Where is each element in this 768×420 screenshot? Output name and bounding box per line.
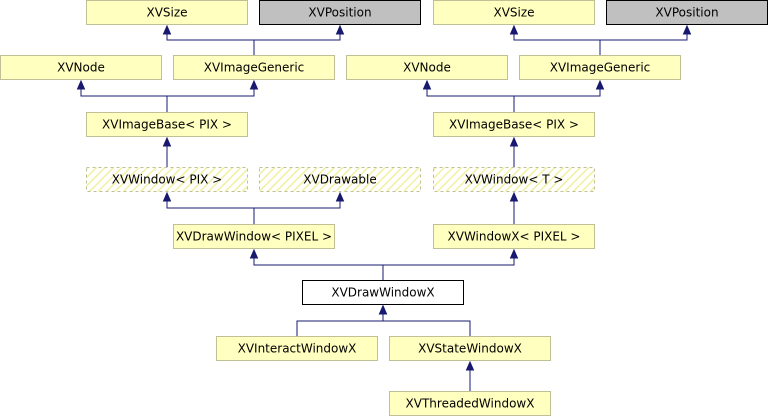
class-box[interactable] [259, 167, 421, 192]
arrowhead [162, 136, 172, 147]
class-label: XVWindowX< PIXEL > [448, 230, 581, 244]
class-label: XVDrawable [303, 173, 376, 187]
inheritance-edge-xvimagegeneric_left-to-xvsize_left [162, 24, 255, 55]
class-box[interactable] [173, 224, 335, 249]
class-node-xvstatewindowx[interactable]: XVStateWindowX [389, 336, 551, 361]
class-label: XVNode [57, 61, 105, 75]
class-box[interactable] [389, 391, 551, 416]
class-label: XVSize [493, 6, 534, 20]
class-label: XVImageBase< PIX > [102, 118, 232, 132]
inheritance-edge-xvwindowx_pixel-to-xvwindow_t [509, 191, 519, 224]
class-node-xvsize-right[interactable]: XVSize [433, 0, 595, 25]
class-box[interactable] [433, 112, 595, 137]
inheritance-edge-xvimagebase_left-to-xvnode_left [76, 79, 168, 112]
arrowhead [509, 24, 519, 35]
class-node-xvdrawable[interactable]: XVDrawable [259, 167, 421, 192]
arrowhead [465, 360, 475, 371]
class-label: XVImageGeneric [204, 61, 305, 75]
inheritance-edge-xvimagebase_right-to-xvnode_right [422, 79, 515, 112]
class-label: XVSize [146, 6, 187, 20]
arrowhead [378, 304, 388, 315]
inheritance-edge-xvdrawwindow_pixel-to-xvwindow_pix [162, 191, 255, 224]
arrowhead [162, 24, 172, 35]
class-label: XVImageBase< PIX > [449, 118, 579, 132]
arrowhead [682, 24, 692, 35]
class-box[interactable] [519, 55, 681, 80]
class-box[interactable] [86, 167, 248, 192]
inheritance-edge-xvthreadedwindowx-to-xvstatewindowx [465, 360, 475, 391]
class-box[interactable] [216, 336, 378, 361]
arrowhead [76, 79, 86, 90]
class-label: XVThreadedWindowX [406, 397, 535, 411]
class-label: XVWindow< T > [465, 173, 564, 187]
arrowhead [595, 79, 605, 90]
class-node-xvdrawwindow-pixel[interactable]: XVDrawWindow< PIXEL > [173, 224, 335, 249]
class-box[interactable] [606, 0, 768, 25]
class-node-xvinteractwindowx[interactable]: XVInteractWindowX [216, 336, 378, 361]
arrowhead [509, 136, 519, 147]
arrowhead [422, 79, 432, 90]
arrowhead [335, 24, 345, 35]
class-box[interactable] [389, 336, 551, 361]
class-node-xvdrawwindowx[interactable]: XVDrawWindowX [302, 280, 464, 305]
arrowhead [509, 248, 519, 259]
inheritance-edge-xvimagebase_left-to-xvimagegeneric_left [166, 79, 259, 112]
class-node-xvthreadedwindowx[interactable]: XVThreadedWindowX [389, 391, 551, 416]
class-label: XVImageGeneric [550, 61, 651, 75]
class-box[interactable] [86, 112, 248, 137]
class-node-xvsize-left[interactable]: XVSize [86, 0, 248, 25]
inheritance-edge-xvstatewindowx-to-xvdrawwindowx [378, 304, 471, 336]
class-box[interactable] [259, 0, 421, 25]
class-box[interactable] [173, 55, 335, 80]
class-label: XVNode [403, 61, 451, 75]
class-label: XVDrawWindow< PIXEL > [176, 230, 332, 244]
class-node-xvwindow-pix[interactable]: XVWindow< PIX > [86, 167, 248, 192]
class-label: XVInteractWindowX [238, 342, 357, 356]
inheritance-edge-xvimagegeneric_right-to-xvsize_right [509, 24, 601, 55]
class-label: XVDrawWindowX [331, 286, 434, 300]
inheritance-edge-xvdrawwindowx-to-xvwindowx_pixel [382, 248, 519, 280]
class-label: XVPosition [308, 6, 371, 20]
class-node-xvimagebase-right[interactable]: XVImageBase< PIX > [433, 112, 595, 137]
inheritance-edge-xvinteractwindowx-to-xvdrawwindowx [296, 304, 388, 336]
inheritance-edge-xvimagebase_right-to-xvimagegeneric_right [513, 79, 605, 112]
class-label: XVWindow< PIX > [112, 173, 222, 187]
class-node-xvposition-right[interactable]: XVPosition [606, 0, 768, 25]
class-box[interactable] [433, 167, 595, 192]
class-node-xvnode-left[interactable]: XVNode [0, 55, 162, 80]
arrowhead [249, 79, 259, 90]
class-node-xvposition-left[interactable]: XVPosition [259, 0, 421, 25]
class-box[interactable] [86, 0, 248, 25]
class-node-xvimagegeneric-right[interactable]: XVImageGeneric [519, 55, 681, 80]
class-node-xvwindowx-pixel[interactable]: XVWindowX< PIXEL > [433, 224, 595, 249]
class-node-xvwindow-t[interactable]: XVWindow< T > [433, 167, 595, 192]
class-box[interactable] [0, 55, 162, 80]
arrowhead [335, 191, 345, 202]
class-box[interactable] [346, 55, 508, 80]
class-box[interactable] [433, 224, 595, 249]
class-label: XVStateWindowX [418, 342, 522, 356]
arrowhead [509, 191, 519, 202]
class-box[interactable] [302, 280, 464, 305]
arrowhead [162, 191, 172, 202]
inheritance-edge-xvdrawwindow_pixel-to-xvdrawable [253, 191, 345, 224]
class-node-xvimagegeneric-left[interactable]: XVImageGeneric [173, 55, 335, 80]
class-label: XVPosition [655, 6, 718, 20]
inheritance-edge-xvdrawwindowx-to-xvdrawwindow_pixel [249, 248, 384, 280]
inheritance-edge-xvwindow_pix-to-xvimagebase_left [162, 136, 172, 167]
class-node-xvnode-right[interactable]: XVNode [346, 55, 508, 80]
class-box[interactable] [433, 0, 595, 25]
inheritance-edge-xvimagegeneric_right-to-xvposition_right [599, 24, 692, 55]
inheritance-edge-xvwindow_t-to-xvimagebase_right [509, 136, 519, 167]
arrowhead [249, 248, 259, 259]
class-node-xvimagebase-left[interactable]: XVImageBase< PIX > [86, 112, 248, 137]
inheritance-edge-xvimagegeneric_left-to-xvposition_left [253, 24, 345, 55]
